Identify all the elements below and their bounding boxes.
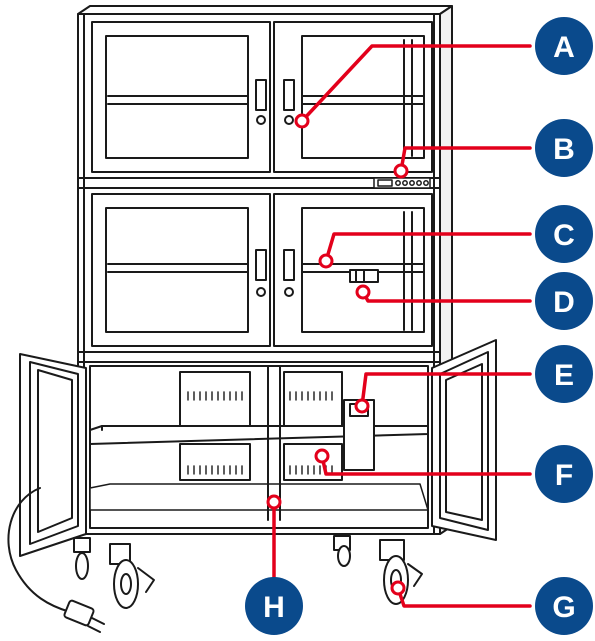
callout-letter: H bbox=[263, 591, 285, 624]
middle-doors bbox=[91, 193, 433, 347]
callout-letter: F bbox=[555, 459, 573, 492]
callout-letter: D bbox=[553, 286, 575, 319]
badge-circle bbox=[535, 205, 593, 263]
leader-line-g bbox=[396, 586, 532, 608]
badge-circle bbox=[535, 345, 593, 403]
power-cord bbox=[7, 487, 71, 613]
left-open-door bbox=[19, 353, 87, 557]
casters bbox=[73, 535, 423, 609]
callout-f: F bbox=[535, 445, 593, 503]
callout-g: G bbox=[535, 577, 593, 635]
leader-line-c bbox=[324, 232, 532, 263]
callout-e: E bbox=[535, 345, 593, 403]
badge-circle bbox=[245, 577, 303, 635]
callout-letter: G bbox=[552, 591, 575, 624]
badge-circle bbox=[535, 17, 593, 75]
callout-h: H bbox=[245, 577, 303, 635]
right-open-door bbox=[431, 339, 497, 541]
callout-letter: B bbox=[553, 133, 575, 166]
badge-circle bbox=[535, 272, 593, 330]
callout-letter: C bbox=[553, 219, 575, 252]
callout-b: B bbox=[535, 119, 593, 177]
anchor-dots bbox=[266, 113, 409, 596]
callout-letter: E bbox=[554, 359, 574, 392]
control-panel bbox=[373, 177, 431, 189]
badge-circle bbox=[535, 119, 593, 177]
lower-compartment bbox=[89, 365, 429, 529]
callout-letter: A bbox=[553, 31, 575, 64]
power-plug bbox=[63, 599, 105, 633]
badge-circle bbox=[535, 577, 593, 635]
callout-a: A bbox=[535, 17, 593, 75]
callout-c: C bbox=[535, 205, 593, 263]
callout-d: D bbox=[535, 272, 593, 330]
leader-line-a bbox=[300, 44, 532, 123]
badge-circle bbox=[535, 445, 593, 503]
leader-line-e bbox=[360, 372, 532, 408]
leader-line-b bbox=[399, 146, 532, 173]
